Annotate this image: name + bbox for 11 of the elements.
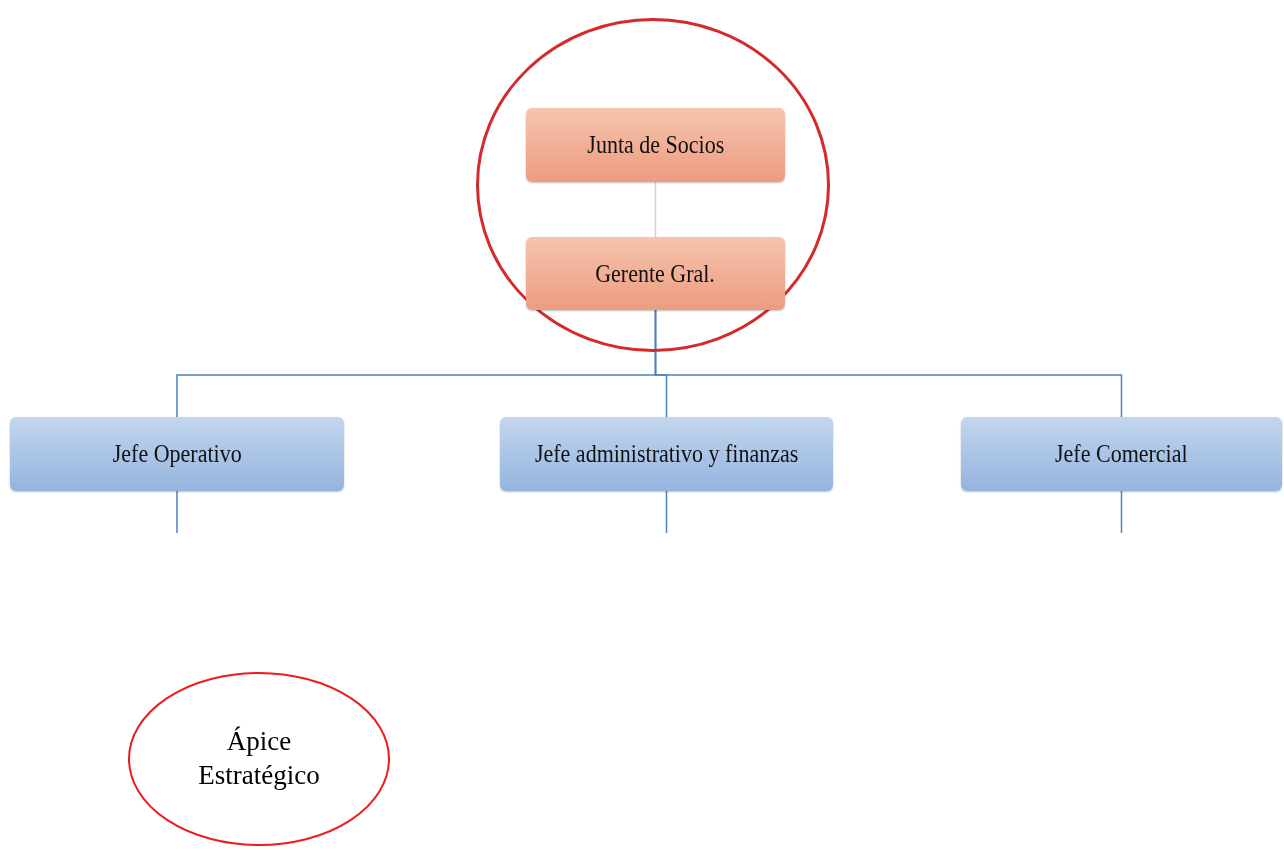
org-box: Gerente Gral. xyxy=(526,237,785,310)
org-box: Jefe Operativo xyxy=(10,417,344,491)
org-box: Jefe Comercial xyxy=(961,417,1282,491)
org-box: Junta de Socios xyxy=(526,108,785,182)
connector-line xyxy=(654,309,1123,418)
connector-line xyxy=(654,181,657,238)
connector-line xyxy=(665,490,668,534)
connector-line xyxy=(176,490,178,534)
ellipse-label: Ápice Estratégico xyxy=(197,725,321,792)
connector-line xyxy=(1120,490,1123,534)
org-box: Jefe administrativo y finanzas xyxy=(500,417,833,491)
